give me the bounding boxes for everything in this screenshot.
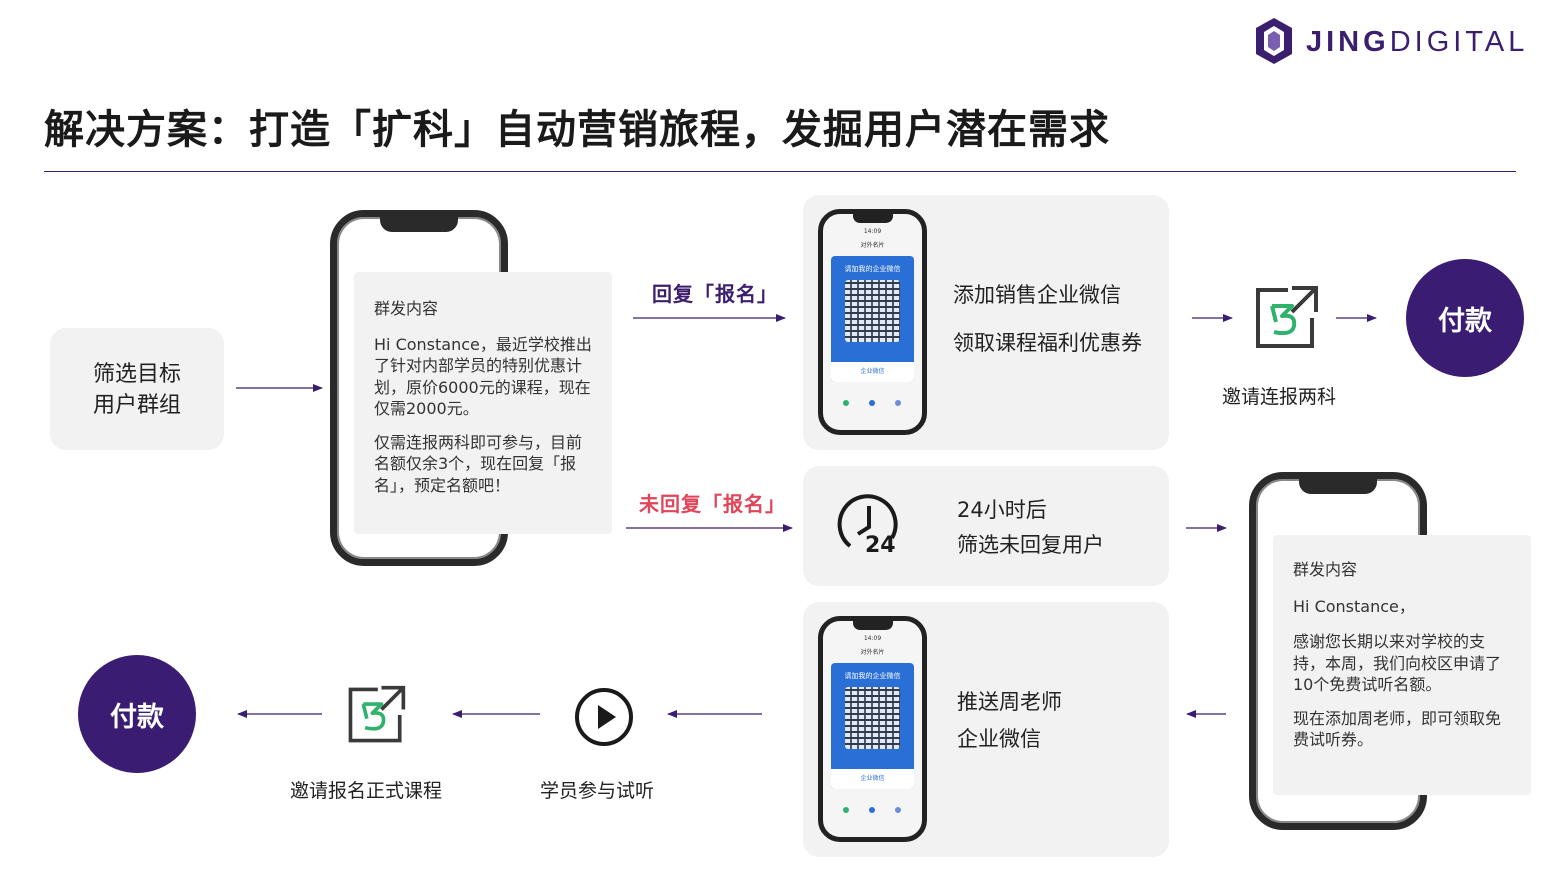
message-greeting: Hi Constance， xyxy=(1293,596,1415,616)
target-group-label: 筛选目标用户群组 xyxy=(92,362,181,418)
invite-share-icon xyxy=(348,685,406,743)
invite-share-icon xyxy=(1256,286,1318,348)
24h-filter-box xyxy=(803,466,1169,586)
push-teacher-text-2: 企业微信 xyxy=(957,727,1041,751)
pay-button-top: 付款 xyxy=(1406,259,1524,377)
message-card-right: 群发内容 Hi Constance， 感谢您长期以来对学校的支持，本周，我们向校… xyxy=(1273,535,1531,795)
no-reply-label: 未回复「报名」 xyxy=(639,492,786,516)
invite-two-subjects-caption: 邀请连报两科 xyxy=(1222,386,1337,408)
wechat-phone-bottom: 14:09 对外名片 请加我的企业微信 企业微信 xyxy=(818,616,927,842)
wechat-phone-top: 14:09 对外名片 请加我的企业微信 企业微信 xyxy=(818,209,927,435)
message-body-1: 感谢您长期以来对学校的支持，本周，我们向校区申请了10个免费试听名额。 xyxy=(1293,632,1502,694)
page-title: 解决方案：打造「扩科」自动营销旅程，发掘用户潜在需求 xyxy=(44,107,1110,153)
message-body-1: Hi Constance，最近学校推出了针对内部学员的特别优惠计划，原价6000… xyxy=(374,334,592,419)
24h-text-2: 筛选未回复用户 xyxy=(957,533,1104,557)
logo-text: JINGDIGITAL xyxy=(1306,26,1529,58)
push-teacher-text-1: 推送周老师 xyxy=(957,690,1062,714)
clock-24-label: 24 xyxy=(865,533,896,558)
trial-caption: 学员参与试听 xyxy=(540,780,655,802)
qr-code-icon xyxy=(845,687,900,749)
qr-code-icon xyxy=(845,280,900,342)
title-divider xyxy=(44,171,1516,172)
pay-button-bottom: 付款 xyxy=(78,655,196,773)
message-body-2: 仅需连报两科即可参与，目前名额仅余3个，现在回复「报名」，预定名额吧！ xyxy=(374,432,583,495)
play-icon xyxy=(575,688,633,746)
message-card-left: 群发内容 Hi Constance，最近学校推出了针对内部学员的特别优惠计划，原… xyxy=(354,272,612,534)
invite-course-caption: 邀请报名正式课程 xyxy=(290,780,443,802)
message-heading: 群发内容 xyxy=(374,299,439,318)
add-wechat-text-1: 添加销售企业微信 xyxy=(953,283,1121,307)
target-group-box: 筛选目标用户群组 xyxy=(50,328,224,450)
24h-text-1: 24小时后 xyxy=(957,498,1047,522)
reply-signup-label: 回复「报名」 xyxy=(652,282,778,306)
message-heading: 群发内容 xyxy=(1293,560,1358,579)
add-wechat-text-2: 领取课程福利优惠券 xyxy=(953,331,1142,355)
clock-24h-icon xyxy=(837,494,898,548)
logo-mark-icon xyxy=(1256,18,1292,64)
message-body-2: 现在添加周老师，即可领取免费试听券。 xyxy=(1293,708,1502,750)
